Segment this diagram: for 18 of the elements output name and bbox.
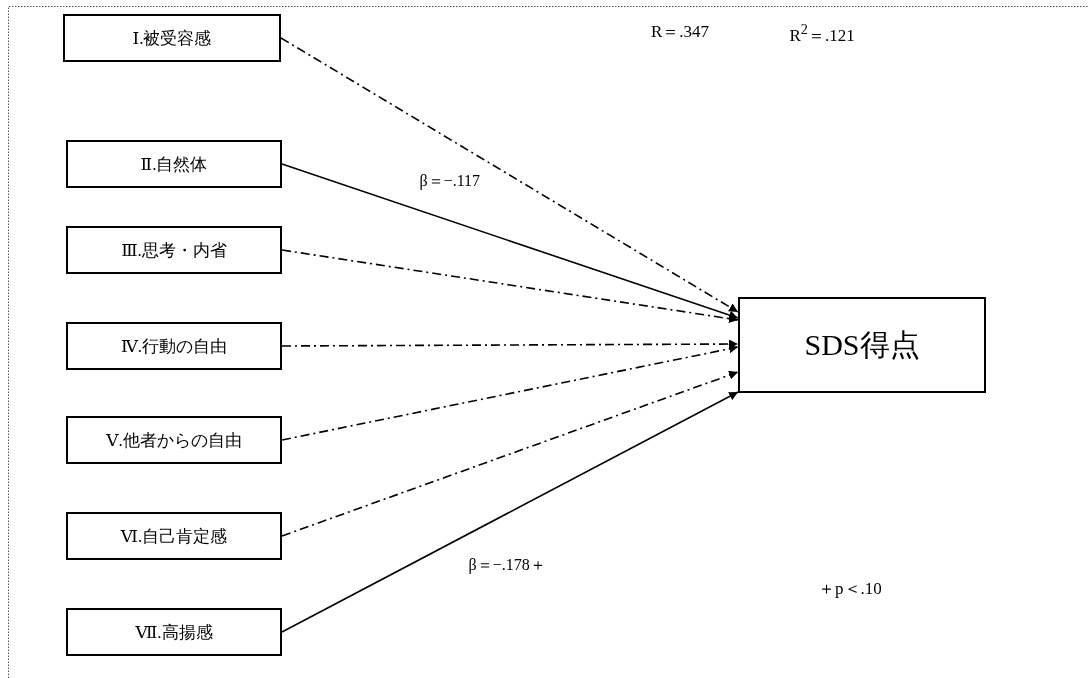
arrow [281, 370, 739, 537]
statistic-label: R$^{2}$＝.121 [789, 19, 855, 46]
arrow [281, 163, 739, 320]
arrow [281, 339, 739, 349]
note-text: ＋p＜.10 [818, 579, 882, 599]
arrow [281, 344, 739, 441]
outcome-box: SDS得点 [738, 297, 986, 393]
variable-box: Ⅶ.高揚感 [66, 608, 282, 656]
arrow [280, 37, 739, 313]
variable-box: Ⅴ.他者からの自由 [66, 416, 282, 464]
variable-box: Ⅳ.行動の自由 [66, 322, 282, 370]
variable-box: Ⅵ.自己肯定感 [66, 512, 282, 560]
arrow [281, 249, 739, 324]
statistic-label: R＝.347 [651, 22, 710, 42]
arrow [281, 391, 739, 633]
variable-box: Ⅲ.思考・内省 [66, 226, 282, 274]
variable-box: Ⅰ.被受容感 [63, 14, 281, 62]
variable-box: Ⅱ.自然体 [66, 140, 282, 188]
